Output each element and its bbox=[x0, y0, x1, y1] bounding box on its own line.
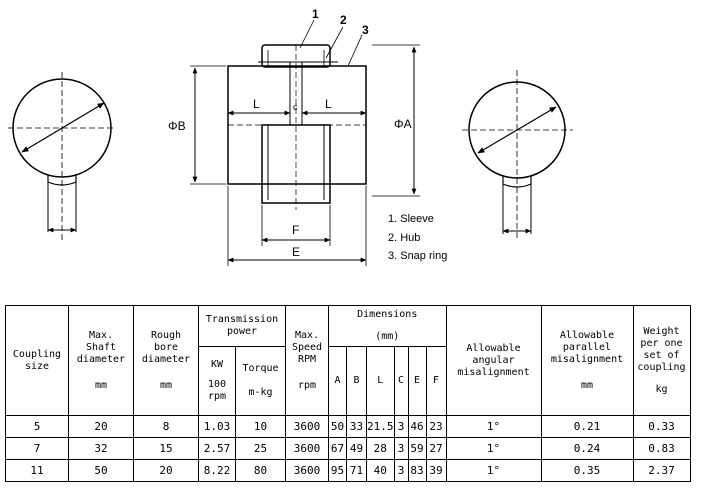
header-dim-f: F bbox=[425, 346, 447, 416]
callout-2: 2 bbox=[340, 13, 347, 27]
header-coupling-size: Coupling size bbox=[5, 305, 69, 416]
header-dim-c: C bbox=[393, 346, 409, 416]
header-dim-a: A bbox=[328, 346, 347, 416]
legend-hub: 2. Hub bbox=[388, 232, 420, 244]
dim-phi-b: ΦB bbox=[168, 119, 186, 133]
table-row: 7 32 15 2.57 25 3600 67 49 28 3 59 27 1°… bbox=[5, 437, 691, 460]
coupling-drawing: 1 2 3 ΦB ΦA L L c F E 1. Sleeve 2. Hub 3… bbox=[8, 7, 573, 266]
header-kw: KW 100 rpm bbox=[198, 346, 236, 416]
header-dim-b: B bbox=[346, 346, 367, 416]
dim-c: c bbox=[293, 102, 298, 112]
header-weight: Weight per one set of coupling kg bbox=[632, 305, 691, 416]
header-dimensions: Dimensions (mm) bbox=[328, 305, 447, 347]
dim-f: F bbox=[292, 223, 299, 237]
table-row: 11 50 20 8.22 80 3600 95 71 40 3 83 39 1… bbox=[5, 459, 691, 482]
callout-3: 3 bbox=[362, 23, 369, 37]
header-transmission-power: Transmission power bbox=[198, 305, 286, 347]
header-torque: Torque m-kg bbox=[235, 346, 286, 416]
header-dim-e: E bbox=[407, 346, 427, 416]
legend-sleeve: 1. Sleeve bbox=[388, 213, 434, 225]
dim-l-left: L bbox=[253, 97, 260, 111]
callout-1: 1 bbox=[312, 7, 319, 21]
header-max-shaft: Max. Shaft diameter mm bbox=[68, 305, 134, 416]
spec-table: Coupling size Max. Shaft diameter mm Rou… bbox=[5, 305, 691, 482]
dim-e: E bbox=[292, 245, 300, 259]
header-angular-misalignment: Allowable angular misalignment bbox=[445, 305, 542, 416]
dim-phi-a: ΦA bbox=[394, 117, 412, 131]
left-end-view bbox=[8, 72, 116, 240]
header-parallel-misalignment: Allowable parallel misalignment mm bbox=[540, 305, 634, 416]
table-row: 5 20 8 1.03 10 3600 50 33 21.5 3 46 23 1… bbox=[5, 415, 691, 438]
header-rough-bore: Rough bore diameter mm bbox=[133, 305, 199, 416]
legend-snap-ring: 3. Snap ring bbox=[388, 250, 447, 262]
dim-l-right: L bbox=[325, 97, 332, 111]
side-view bbox=[190, 19, 420, 266]
header-dim-l: L bbox=[366, 346, 395, 416]
right-end-view bbox=[462, 70, 573, 240]
header-max-speed: Max. Speed RPM rpm bbox=[285, 305, 329, 416]
